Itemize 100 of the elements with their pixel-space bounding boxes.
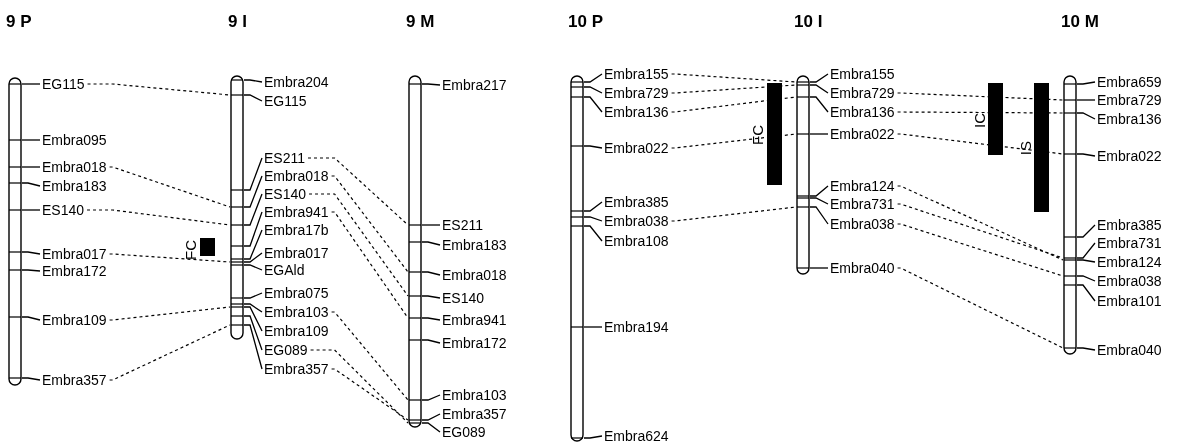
marker-label: Embra136 xyxy=(604,104,669,120)
leader-line xyxy=(583,96,603,113)
marker-label: Embra385 xyxy=(1097,217,1162,233)
leader-line xyxy=(421,422,441,433)
leader-line xyxy=(243,79,263,83)
dashed-link-line xyxy=(109,306,231,321)
leader-line xyxy=(21,377,41,381)
marker-label: Embra022 xyxy=(604,140,669,156)
leader-line xyxy=(243,175,263,208)
marker-label: Embra357 xyxy=(442,406,507,422)
dashed-link-line xyxy=(671,133,797,149)
marker-label: ES140 xyxy=(442,290,485,306)
leader-line xyxy=(21,251,41,255)
leader-line xyxy=(421,394,441,401)
marker-label: Embra103 xyxy=(264,304,329,320)
leader-line xyxy=(421,295,441,299)
leader-line xyxy=(583,201,603,212)
marker-label: ES140 xyxy=(264,186,307,202)
marker-label: Embra357 xyxy=(264,361,329,377)
leader-line xyxy=(809,133,829,135)
chromosome-label: 9 P xyxy=(6,12,32,32)
dashed-link-line xyxy=(897,133,1064,155)
qtl-label: IC xyxy=(972,112,987,128)
marker-label: Embra018 xyxy=(442,267,507,283)
dashed-link-line xyxy=(308,193,409,297)
marker-label: Embra385 xyxy=(604,194,669,210)
leader-line xyxy=(21,83,41,85)
leader-line xyxy=(243,303,263,313)
marker-label: Embra204 xyxy=(264,74,329,90)
dashed-link-line xyxy=(897,267,1064,349)
marker-label: Embra659 xyxy=(1097,74,1162,90)
leader-line xyxy=(583,326,603,328)
leader-line xyxy=(583,216,603,222)
marker-label: Embra018 xyxy=(264,168,329,184)
marker-label: Embra941 xyxy=(264,204,329,220)
leader-line xyxy=(809,206,829,225)
marker-label: Embra124 xyxy=(830,178,895,194)
dashed-link-line xyxy=(109,166,231,208)
leader-line xyxy=(421,271,441,276)
marker-label: Embra038 xyxy=(1097,273,1162,289)
leader-line xyxy=(809,84,829,94)
dashed-link-line xyxy=(86,83,231,96)
leader-line xyxy=(243,324,263,370)
leader-line xyxy=(243,211,263,247)
leader-line xyxy=(809,96,829,113)
marker-label: EGAld xyxy=(264,262,305,278)
marker-label: EG115 xyxy=(42,76,85,92)
leader-line xyxy=(421,339,441,344)
qtl-label: FC xyxy=(183,240,198,260)
leader-line xyxy=(1076,347,1096,351)
leader-line xyxy=(1076,284,1096,302)
leader-line xyxy=(1076,275,1096,282)
leader-line xyxy=(1076,259,1096,263)
leader-line xyxy=(809,185,829,197)
leader-line xyxy=(243,157,263,191)
qtl-label: IS xyxy=(1018,141,1033,156)
leader-line xyxy=(583,435,603,439)
marker-label: Embra731 xyxy=(1097,235,1162,251)
marker-label: Embra183 xyxy=(42,178,107,194)
dashed-link-line xyxy=(671,96,797,113)
marker-label: Embra729 xyxy=(830,85,895,101)
dashed-link-line xyxy=(331,211,409,319)
leader-line xyxy=(1076,242,1096,259)
leader-line xyxy=(1076,99,1096,101)
leader-line xyxy=(583,73,603,83)
leader-line xyxy=(21,209,41,211)
leader-line xyxy=(1076,81,1096,85)
dashed-link-line xyxy=(331,175,409,273)
marker-label: Embra624 xyxy=(604,428,669,444)
marker-label: Embra017 xyxy=(264,245,329,261)
dashed-link-line xyxy=(671,206,797,222)
marker-label: ES211 xyxy=(442,217,483,233)
marker-label: Embra017 xyxy=(42,246,107,262)
marker-label: Embra018 xyxy=(42,159,107,175)
marker-label: EG089 xyxy=(264,342,308,358)
leader-line xyxy=(243,193,263,226)
dashed-link-line xyxy=(310,349,409,424)
marker-label: Embra022 xyxy=(1097,148,1162,164)
marker-label: ES211 xyxy=(264,150,305,166)
marker-label: Embra108 xyxy=(604,233,669,249)
marker-label: EG115 xyxy=(264,93,307,109)
marker-label: Embra109 xyxy=(42,312,107,328)
chromosome-label: 9 I xyxy=(228,12,247,32)
dashed-link-line xyxy=(331,368,409,421)
marker-label: Embra022 xyxy=(830,126,895,142)
dashed-link-line xyxy=(897,185,1064,261)
leader-line xyxy=(1076,224,1096,238)
marker-label: Embra172 xyxy=(442,335,507,351)
marker-label: Embra941 xyxy=(442,312,507,328)
qtl-label: FC xyxy=(750,125,765,145)
leader-line xyxy=(421,413,441,421)
marker-label: Embra075 xyxy=(264,285,329,301)
dashed-link-line xyxy=(671,73,797,83)
marker-label: Embra101 xyxy=(1097,293,1162,309)
marker-label: Embra038 xyxy=(830,216,895,232)
dashed-link-line xyxy=(897,92,1064,101)
dashed-link-line xyxy=(307,157,409,226)
marker-label: Embra136 xyxy=(1097,111,1162,127)
chromosome-label: 10 I xyxy=(794,12,823,32)
marker-label: Embra040 xyxy=(830,260,895,276)
